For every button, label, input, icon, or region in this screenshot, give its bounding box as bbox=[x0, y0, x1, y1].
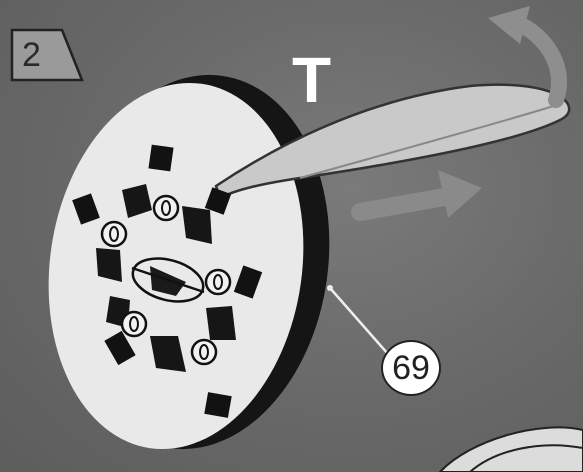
callout-leader-line bbox=[330, 288, 388, 354]
part-number: 69 bbox=[392, 349, 430, 388]
straight-arrow-icon bbox=[360, 170, 482, 218]
strap-label: T bbox=[292, 48, 331, 112]
adjacent-part bbox=[440, 427, 583, 472]
callout-leader-dot bbox=[327, 285, 333, 291]
part-callout: 69 bbox=[381, 340, 441, 396]
step-number: 2 bbox=[22, 36, 41, 75]
